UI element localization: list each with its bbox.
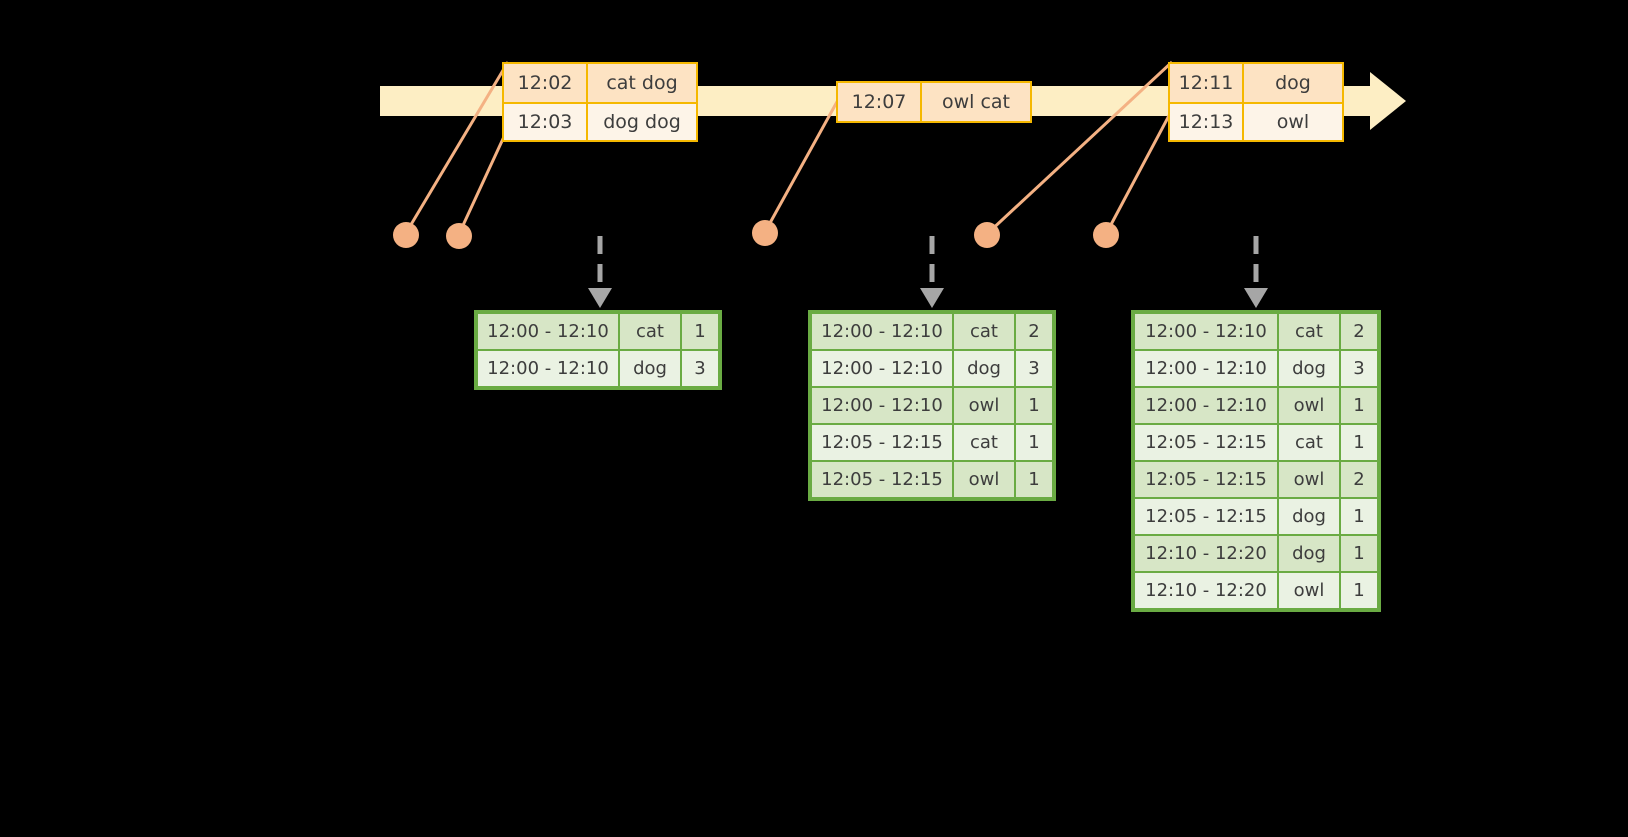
table-cell-key: owl <box>954 388 1014 423</box>
table-cell-count: 1 <box>1341 388 1377 423</box>
table-cell-key: dog <box>1279 536 1339 571</box>
table-cell-count: 1 <box>1016 462 1052 497</box>
connector-dot <box>974 222 1000 248</box>
table-cell-key: cat <box>620 314 680 349</box>
table-cell-window: 12:05 - 12:15 <box>812 425 952 460</box>
table-cell-count: 1 <box>1016 388 1052 423</box>
table-cell-window: 12:05 - 12:15 <box>812 462 952 497</box>
event-box-1[interactable]: 12:02 cat dog 12:03 dog dog <box>502 62 698 142</box>
event-time: 12:11 <box>1170 64 1244 102</box>
table-cell-key: owl <box>1279 388 1339 423</box>
table-cell-window: 12:00 - 12:10 <box>1135 351 1277 386</box>
event-row: 12:13 owl <box>1170 102 1342 140</box>
table-cell-key: dog <box>954 351 1014 386</box>
table-cell-window: 12:00 - 12:10 <box>1135 314 1277 349</box>
down-arrow-head-icon <box>920 288 944 308</box>
table-cell-key: dog <box>1279 499 1339 534</box>
down-arrow-head-icon <box>588 288 612 308</box>
table-cell-count: 1 <box>1341 573 1377 608</box>
table-cell-key: cat <box>1279 425 1339 460</box>
table-cell-count: 1 <box>1341 425 1377 460</box>
table-cell-window: 12:05 - 12:15 <box>1135 462 1277 497</box>
table-cell-count: 3 <box>1016 351 1052 386</box>
table-cell-window: 12:00 - 12:10 <box>1135 388 1277 423</box>
event-row: 12:02 cat dog <box>504 64 696 102</box>
table-cell-key: owl <box>1279 462 1339 497</box>
table-cell-count: 2 <box>1016 314 1052 349</box>
event-row: 12:03 dog dog <box>504 102 696 140</box>
connector-dot <box>1093 222 1119 248</box>
table-cell-window: 12:00 - 12:10 <box>812 351 952 386</box>
connector-dot <box>446 223 472 249</box>
event-box-3[interactable]: 12:11 dog 12:13 owl <box>1168 62 1344 142</box>
event-payload: cat dog <box>606 72 678 94</box>
event-row: 12:11 dog <box>1170 64 1342 102</box>
table-cell-count: 2 <box>1341 314 1377 349</box>
connector-dot <box>752 220 778 246</box>
table-cell-window: 12:00 - 12:10 <box>812 388 952 423</box>
table-cell-key: cat <box>1279 314 1339 349</box>
table-cell-window: 12:10 - 12:20 <box>1135 536 1277 571</box>
table-cell-window: 12:05 - 12:15 <box>1135 425 1277 460</box>
timeline-arrowhead-icon <box>1370 72 1406 130</box>
table-cell-count: 1 <box>1016 425 1052 460</box>
table-cell-window: 12:05 - 12:15 <box>1135 499 1277 534</box>
event-payload: owl <box>1276 111 1310 133</box>
connector-dot <box>393 222 419 248</box>
table-cell-key: dog <box>1279 351 1339 386</box>
event-box-2[interactable]: 12:07 owl cat <box>836 81 1032 123</box>
table-cell-key: cat <box>954 314 1014 349</box>
table-cell-count: 3 <box>1341 351 1377 386</box>
table-cell-count: 1 <box>1341 536 1377 571</box>
table-cell-window: 12:00 - 12:10 <box>478 314 618 349</box>
table-cell-key: owl <box>1279 573 1339 608</box>
table-cell-window: 12:10 - 12:20 <box>1135 573 1277 608</box>
down-arrow-head-icon <box>1244 288 1268 308</box>
timeline-arrow-neck <box>1343 86 1373 116</box>
event-payload: dog <box>1275 72 1311 94</box>
event-time: 12:02 <box>504 64 588 102</box>
event-time: 12:07 <box>838 83 922 121</box>
event-row: 12:07 owl cat <box>838 83 1030 121</box>
table-cell-key: owl <box>954 462 1014 497</box>
event-payload: owl cat <box>941 91 1011 113</box>
table-cell-window: 12:00 - 12:10 <box>812 314 952 349</box>
table-cell-window: 12:00 - 12:10 <box>478 351 618 386</box>
event-payload: dog dog <box>603 111 681 133</box>
event-time: 12:03 <box>504 104 588 140</box>
table-cell-count: 2 <box>1341 462 1377 497</box>
table-cell-count: 3 <box>682 351 718 386</box>
table-cell-count: 1 <box>1341 499 1377 534</box>
table-cell-count: 1 <box>682 314 718 349</box>
event-time: 12:13 <box>1170 104 1244 140</box>
table-cell-key: dog <box>620 351 680 386</box>
table-cell-key: cat <box>954 425 1014 460</box>
